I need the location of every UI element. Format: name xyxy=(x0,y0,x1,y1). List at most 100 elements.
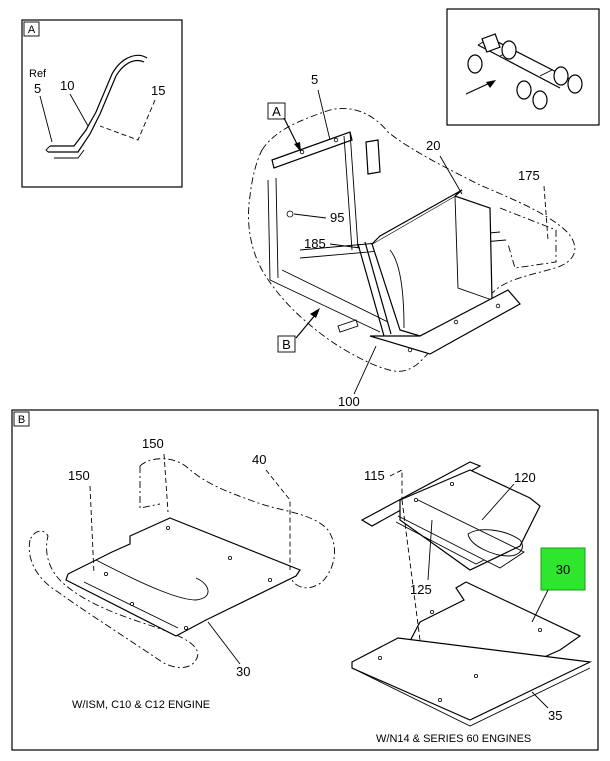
engine-cover-fold xyxy=(454,195,493,301)
leader-115 xyxy=(389,469,403,500)
rail-left xyxy=(477,44,561,89)
leader-5-detail xyxy=(39,95,53,143)
caption-right-variant: W/N14 & SERIES 60 ENGINES xyxy=(376,733,531,745)
pointer-b-letter: B xyxy=(282,337,291,352)
detail-b-letter: B xyxy=(18,414,25,426)
callout-125: 125 xyxy=(410,582,432,597)
hole xyxy=(473,674,478,679)
left-upright xyxy=(267,177,279,281)
plate-35-thickness xyxy=(351,667,591,727)
leader-40 xyxy=(265,469,291,570)
callout-10: 10 xyxy=(60,78,74,93)
leader-175 xyxy=(543,185,549,241)
callout-115: 115 xyxy=(364,468,385,483)
strap-tip xyxy=(45,145,51,153)
callout-30-left: 30 xyxy=(236,664,250,679)
callout-150-a: 150 xyxy=(142,436,164,451)
bolt-95 xyxy=(286,210,294,218)
hole xyxy=(104,572,109,577)
hole xyxy=(377,656,382,661)
detail-b-tag xyxy=(13,411,30,427)
chassis-locator-panel xyxy=(446,8,600,126)
plate-35 xyxy=(351,637,593,721)
callout-20: 20 xyxy=(426,138,440,153)
detail-a-frame xyxy=(21,19,183,188)
hole xyxy=(183,626,188,631)
leader-95 xyxy=(293,213,327,219)
floor-slot xyxy=(337,319,359,333)
callout-30-highlight[interactable]: 30 xyxy=(556,562,570,577)
hole xyxy=(437,698,442,703)
callout-35: 35 xyxy=(548,708,562,723)
leader-5 xyxy=(317,89,331,141)
pointer-a-tag xyxy=(267,102,286,120)
leader-30-highlight xyxy=(531,589,549,623)
callout-5-detail: 5 xyxy=(34,81,41,96)
plate-120 xyxy=(399,469,541,571)
pointer-a-arrowhead xyxy=(294,142,301,152)
callout-40: 40 xyxy=(252,452,266,467)
wheel-rear-2 xyxy=(532,90,548,110)
wheel-rear-4 xyxy=(567,74,583,94)
strap-inner xyxy=(48,59,145,153)
detail-a-letter: A xyxy=(28,24,36,36)
hole xyxy=(227,556,232,561)
leader-185 xyxy=(329,243,361,249)
leader-125 xyxy=(427,519,433,581)
left-plate-30 xyxy=(65,517,301,637)
pointer-b-tag xyxy=(277,335,296,353)
main-assembly: 5 A 20 175 95 185 B 100 xyxy=(248,72,576,409)
support-strut xyxy=(357,241,392,337)
leader-30-left xyxy=(207,621,241,665)
callout-95: 95 xyxy=(330,210,344,225)
left-tunnel-phantom xyxy=(139,458,335,589)
callout-ref: Ref xyxy=(29,68,47,80)
callout-30-highlight-box[interactable] xyxy=(540,547,586,591)
callout-100: 100 xyxy=(338,394,360,409)
pointer-a-letter: A xyxy=(272,104,281,119)
engine-cover-top-edge xyxy=(371,189,463,245)
leader-10 xyxy=(69,93,89,127)
wheel-front-l xyxy=(467,54,483,74)
rear-phantom-panel xyxy=(499,207,557,269)
hole xyxy=(453,319,459,325)
upright-bracket xyxy=(365,139,381,175)
leader-100 xyxy=(353,345,377,395)
hole xyxy=(413,497,418,502)
leader-15 xyxy=(99,99,156,141)
plate-120-cutout xyxy=(467,529,523,557)
base-plate xyxy=(369,289,521,355)
hole xyxy=(165,526,170,531)
hole xyxy=(299,149,305,155)
detail-a-tag xyxy=(23,21,40,37)
hole xyxy=(333,137,339,143)
hole xyxy=(267,578,272,583)
callout-150-b: 150 xyxy=(68,468,90,483)
leader-150-b xyxy=(89,485,95,575)
hole xyxy=(449,481,454,486)
cab-floor-phantom xyxy=(248,108,576,372)
pointer-b-arrow xyxy=(295,313,317,339)
engine-cover-side-curve xyxy=(389,249,405,329)
hole xyxy=(129,602,134,607)
leader-35 xyxy=(531,691,549,709)
wheel-rear-3 xyxy=(553,66,569,86)
detail-a-panel: A Ref 5 10 15 xyxy=(21,19,183,188)
locator-arrow-head xyxy=(486,80,496,88)
strap-outer xyxy=(50,54,148,147)
caption-left-variant: W/ISM, C10 & C12 ENGINE xyxy=(72,699,210,711)
callout-5: 5 xyxy=(311,72,318,87)
hole xyxy=(538,628,543,633)
top-crossbar xyxy=(271,131,353,169)
plate-125-edge xyxy=(397,499,525,569)
cab-block xyxy=(481,33,501,53)
callout-175: 175 xyxy=(518,168,540,183)
hole xyxy=(407,347,413,353)
leader-20 xyxy=(439,155,463,195)
wheel-rear-1 xyxy=(516,80,532,100)
plate-125-lower xyxy=(395,521,485,565)
detail-b-panel: B 150 150 40 30 W/ISM, C10 & C12 ENGINE xyxy=(11,409,599,751)
callout-120: 120 xyxy=(514,470,536,485)
hole xyxy=(495,303,501,309)
